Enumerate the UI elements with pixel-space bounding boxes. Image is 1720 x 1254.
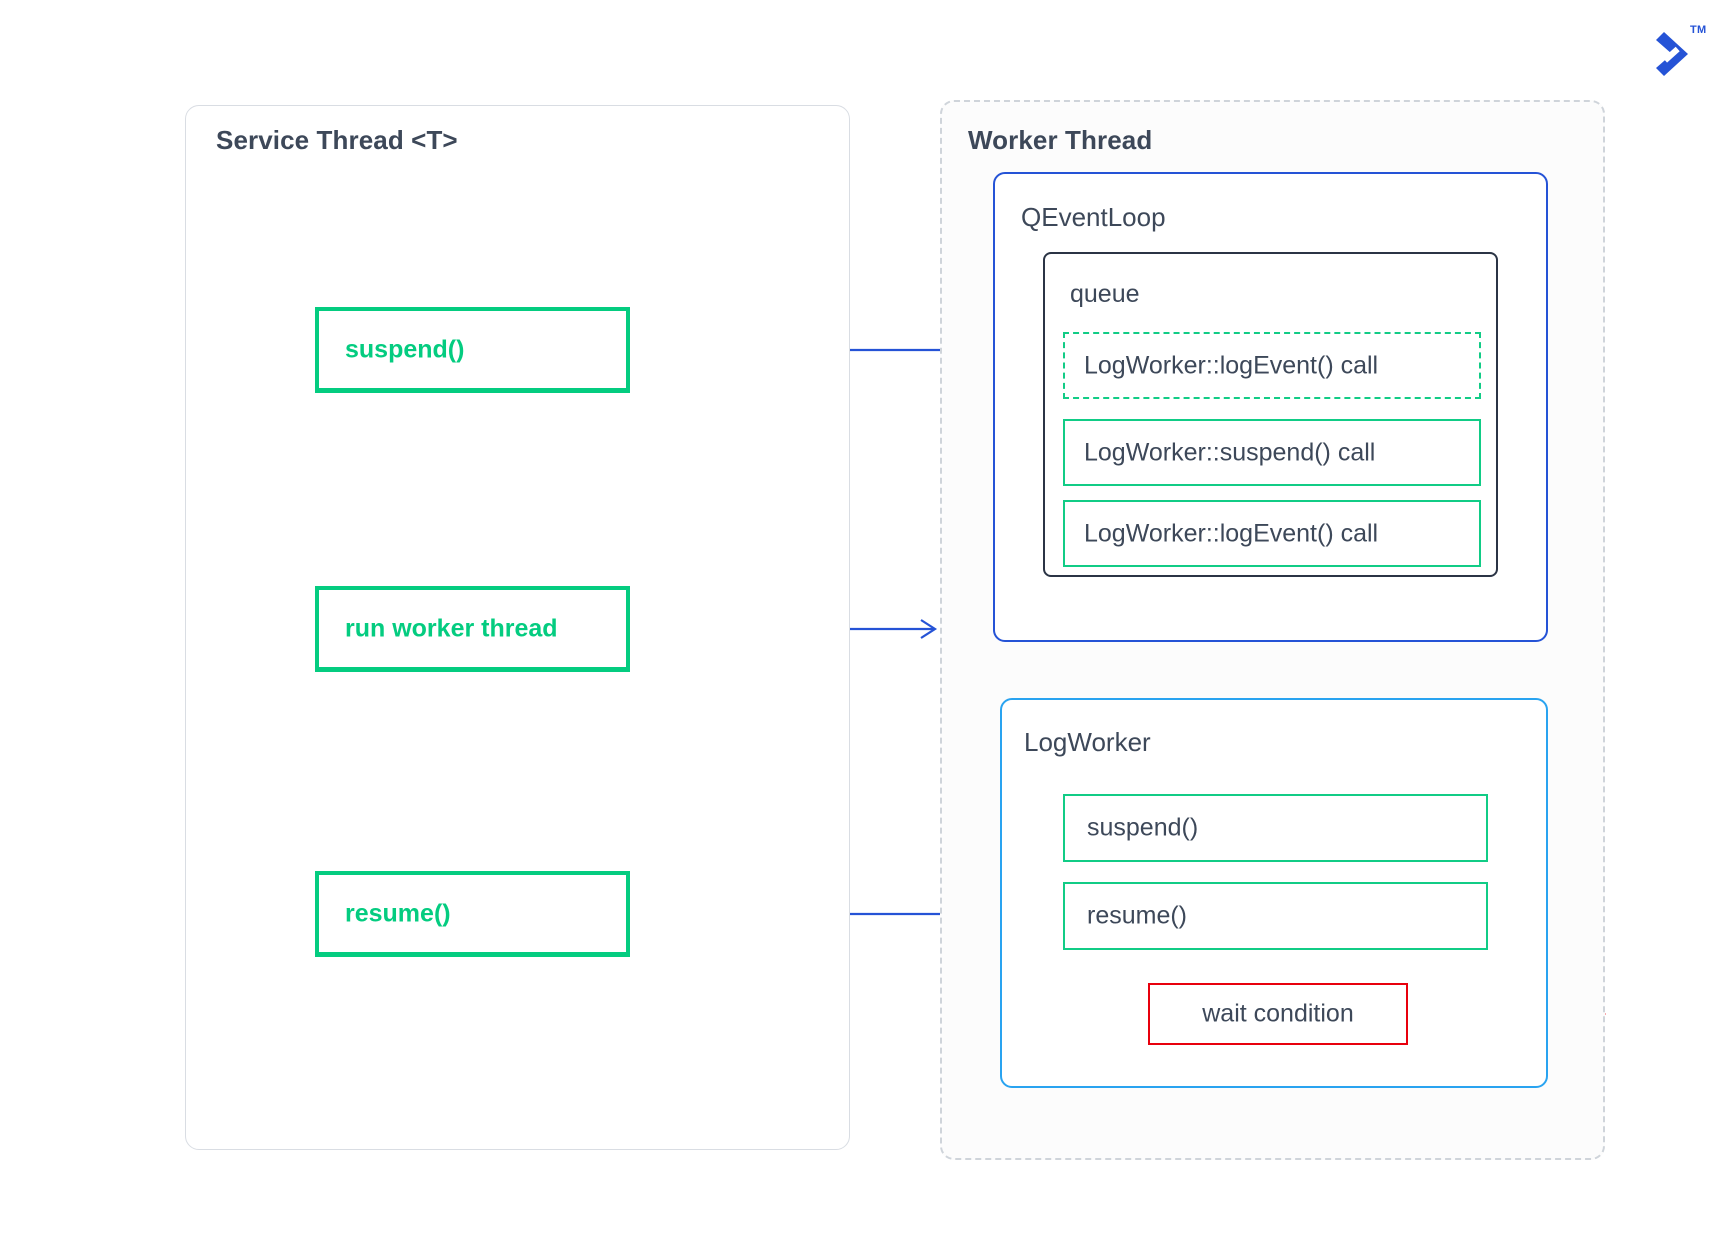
service-box-resume-label: resume()	[345, 899, 451, 927]
wait-condition-box[interactable]: wait condition	[1148, 983, 1408, 1045]
wait-condition-label: wait condition	[1202, 999, 1354, 1028]
logworker-method-suspend[interactable]: suspend()	[1063, 794, 1488, 862]
queue-title: queue	[1070, 280, 1140, 308]
queue-item-suspend-label: LogWorker::suspend() call	[1084, 438, 1376, 466]
queue-item-logevent-2-label: LogWorker::logEvent() call	[1084, 519, 1379, 547]
service-box-suspend-label: suspend()	[345, 335, 465, 363]
service-box-resume[interactable]: resume()	[315, 871, 630, 957]
service-box-run-worker-thread-label: run worker thread	[345, 614, 558, 642]
service-thread-title: Service Thread <T>	[216, 125, 458, 155]
logworker-title: LogWorker	[1024, 727, 1151, 757]
queue-item-logevent-1[interactable]: LogWorker::logEvent() call	[1063, 332, 1481, 399]
queue-item-logevent-1-label: LogWorker::logEvent() call	[1084, 351, 1379, 379]
queue-item-logevent-2[interactable]: LogWorker::logEvent() call	[1063, 500, 1481, 567]
worker-thread-title: Worker Thread	[968, 125, 1153, 155]
qeventloop-title: QEventLoop	[1021, 202, 1166, 232]
logworker-method-suspend-label: suspend()	[1087, 813, 1199, 842]
logworker-method-resume-label: resume()	[1087, 901, 1188, 930]
logworker-method-resume[interactable]: resume()	[1063, 882, 1488, 950]
service-box-run-worker-thread[interactable]: run worker thread	[315, 586, 630, 672]
service-box-suspend[interactable]: suspend()	[315, 307, 630, 393]
trademark-label: TM	[1690, 24, 1707, 36]
queue-item-suspend[interactable]: LogWorker::suspend() call	[1063, 419, 1481, 486]
zetta-logo-icon	[1656, 32, 1688, 76]
brand-logo: TM	[1650, 24, 1706, 80]
